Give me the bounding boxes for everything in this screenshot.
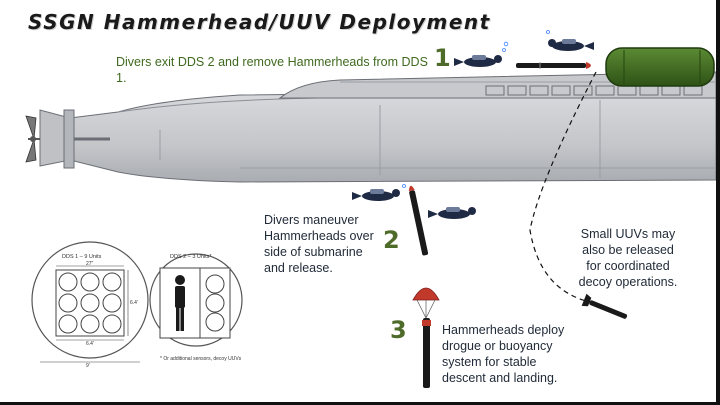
dds1-base-label: 6.4' (86, 341, 94, 347)
uuv-trajectory (529, 71, 597, 303)
diver-icon (454, 41, 509, 67)
hammerhead-icon (516, 62, 591, 69)
dds1-title: DDS 1 – 9 Units (62, 254, 102, 260)
step-3-caption: Hammerheads deploy drogue or buoyancy sy… (442, 323, 565, 385)
step-2-number: 2 (383, 226, 400, 254)
step-1-number: 1 (434, 44, 451, 72)
parachute-icon (412, 287, 440, 319)
diver-icon (352, 184, 406, 201)
frame-bottom (0, 402, 720, 405)
dds1-width-label: 27" (86, 261, 94, 267)
dds2-title: DDS 2 – 3 Units* (170, 254, 212, 260)
dry-deck-shelter (605, 47, 715, 87)
diver-icon (546, 30, 594, 51)
dds2-cross-section (149, 253, 243, 347)
uuv-note: Small UUVs may also be released for coor… (578, 227, 678, 289)
hammerhead-icon (422, 318, 431, 388)
small-uuv-icon (581, 293, 628, 319)
propeller-icon (25, 115, 40, 163)
dds1-cross-section (31, 241, 149, 363)
submarine-hull (69, 89, 717, 183)
diver-icon (428, 207, 476, 219)
step-2-caption: Divers maneuver Hammerheads over side of… (264, 213, 374, 275)
dds1-floor-label: 9' (86, 363, 90, 369)
page-title: SSGN Hammerhead/UUV Deployment (28, 10, 491, 34)
step-1-caption: Divers exit DDS 2 and remove Hammerheads… (116, 55, 428, 85)
hammerhead-icon (408, 185, 429, 256)
step-3-number: 3 (390, 316, 407, 344)
person-icon (175, 275, 185, 331)
tail-section (39, 109, 110, 169)
frame-edge (716, 0, 720, 405)
dds1-height-label: 6.4' (130, 300, 138, 306)
dds2-footnote: * Or additional sensors, decoy UUVs (160, 356, 242, 362)
